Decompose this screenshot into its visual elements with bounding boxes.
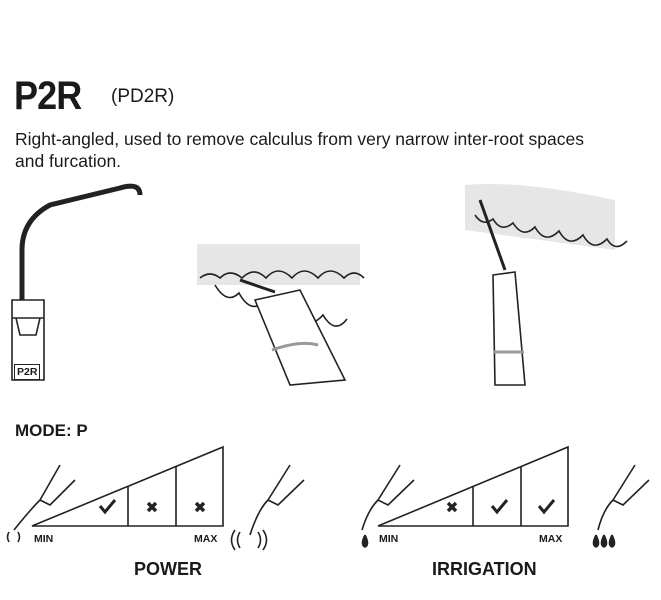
irrigation-max-label: MAX [539,533,563,545]
product-alt-name: (PD2R) [111,86,175,107]
vibration-icon-low [6,531,21,543]
drop-icon-low [361,534,369,548]
power-level-1-check [98,499,117,515]
mouth-illustration-upper [465,184,628,386]
irrigation-scale [361,445,650,548]
product-title: P2R [14,74,82,118]
irrigation-level-1-cross [446,501,458,513]
power-level-3-cross [194,501,206,513]
tip-label: P2R [14,364,41,380]
power-min-label: MIN [34,533,54,545]
tip-illustration [11,183,143,381]
irrigation-min-label: MIN [379,533,399,545]
irrigation-level-2-check [490,499,509,515]
handpiece-icon-high [249,464,305,536]
power-max-label: MAX [194,533,218,545]
vibration-icon-high [230,529,268,551]
handpiece-icon-low [13,464,76,531]
handpiece-icon-high [597,464,650,531]
power-level-2-cross [146,501,158,513]
irrigation-level-3-check [537,499,556,515]
mouth-illustration-lower [197,244,365,386]
product-description: Right-angled, used to remove calculus fr… [15,129,584,171]
irrigation-label: IRRIGATION [432,559,537,579]
mode-label: MODE: P [15,421,88,440]
handpiece-icon-low [361,464,415,531]
power-label: POWER [134,559,203,579]
drops-icon-high [592,534,616,548]
power-scale [6,445,305,551]
